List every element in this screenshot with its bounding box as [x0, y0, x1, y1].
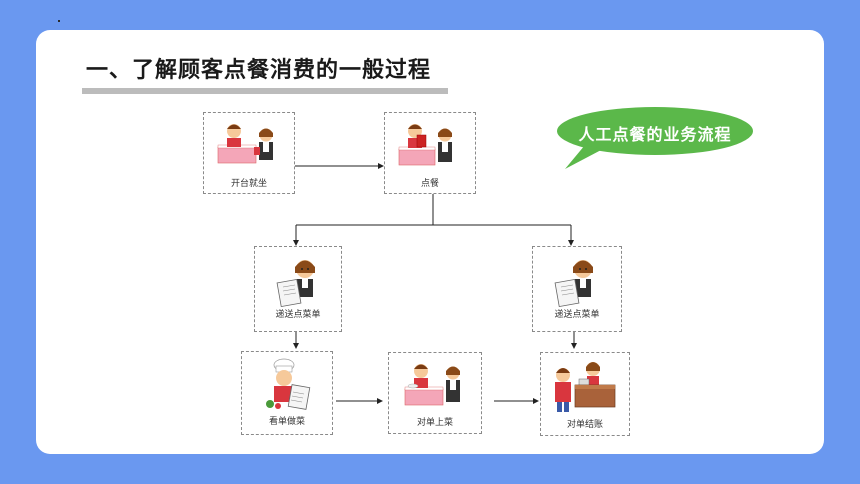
- node-order: 点餐: [384, 112, 476, 194]
- waitress-menu-icon: [554, 260, 593, 308]
- node-order-label: 点餐: [420, 179, 439, 189]
- node-cook: 看单做菜: [241, 351, 333, 435]
- title-underline: [82, 88, 448, 94]
- node-serve: 对单上菜: [388, 352, 482, 434]
- node-checkout: 对单结账: [540, 352, 630, 436]
- corner-dot: [58, 20, 60, 22]
- node-cook-label: 看单做菜: [268, 417, 305, 427]
- serving-icon: [404, 364, 460, 406]
- node-menu-right: 递送点菜单: [532, 246, 622, 332]
- node-checkout-label: 对单结账: [566, 420, 603, 430]
- ordering-icon: [398, 124, 452, 166]
- waitress-menu-icon: [276, 260, 315, 308]
- speech-bubble-icon: [557, 107, 753, 169]
- node-seat-label: 开台就坐: [230, 179, 267, 189]
- node-serve-label: 对单上菜: [416, 418, 453, 428]
- customer-waiter-icon: [217, 124, 273, 164]
- node-menu-right-label: 递送点菜单: [554, 310, 600, 320]
- slide-title: 一、了解顾客点餐消费的一般过程: [86, 58, 432, 83]
- chef-icon: [266, 358, 311, 410]
- node-seat: 开台就坐: [203, 112, 295, 194]
- callout-bubble: 人工点餐的业务流程: [555, 105, 755, 175]
- node-menu-left-label: 递送点菜单: [275, 310, 321, 320]
- checkout-counter-icon: [555, 362, 616, 412]
- node-menu-left: 递送点菜单: [254, 246, 342, 332]
- callout-text: 人工点餐的业务流程: [578, 125, 732, 144]
